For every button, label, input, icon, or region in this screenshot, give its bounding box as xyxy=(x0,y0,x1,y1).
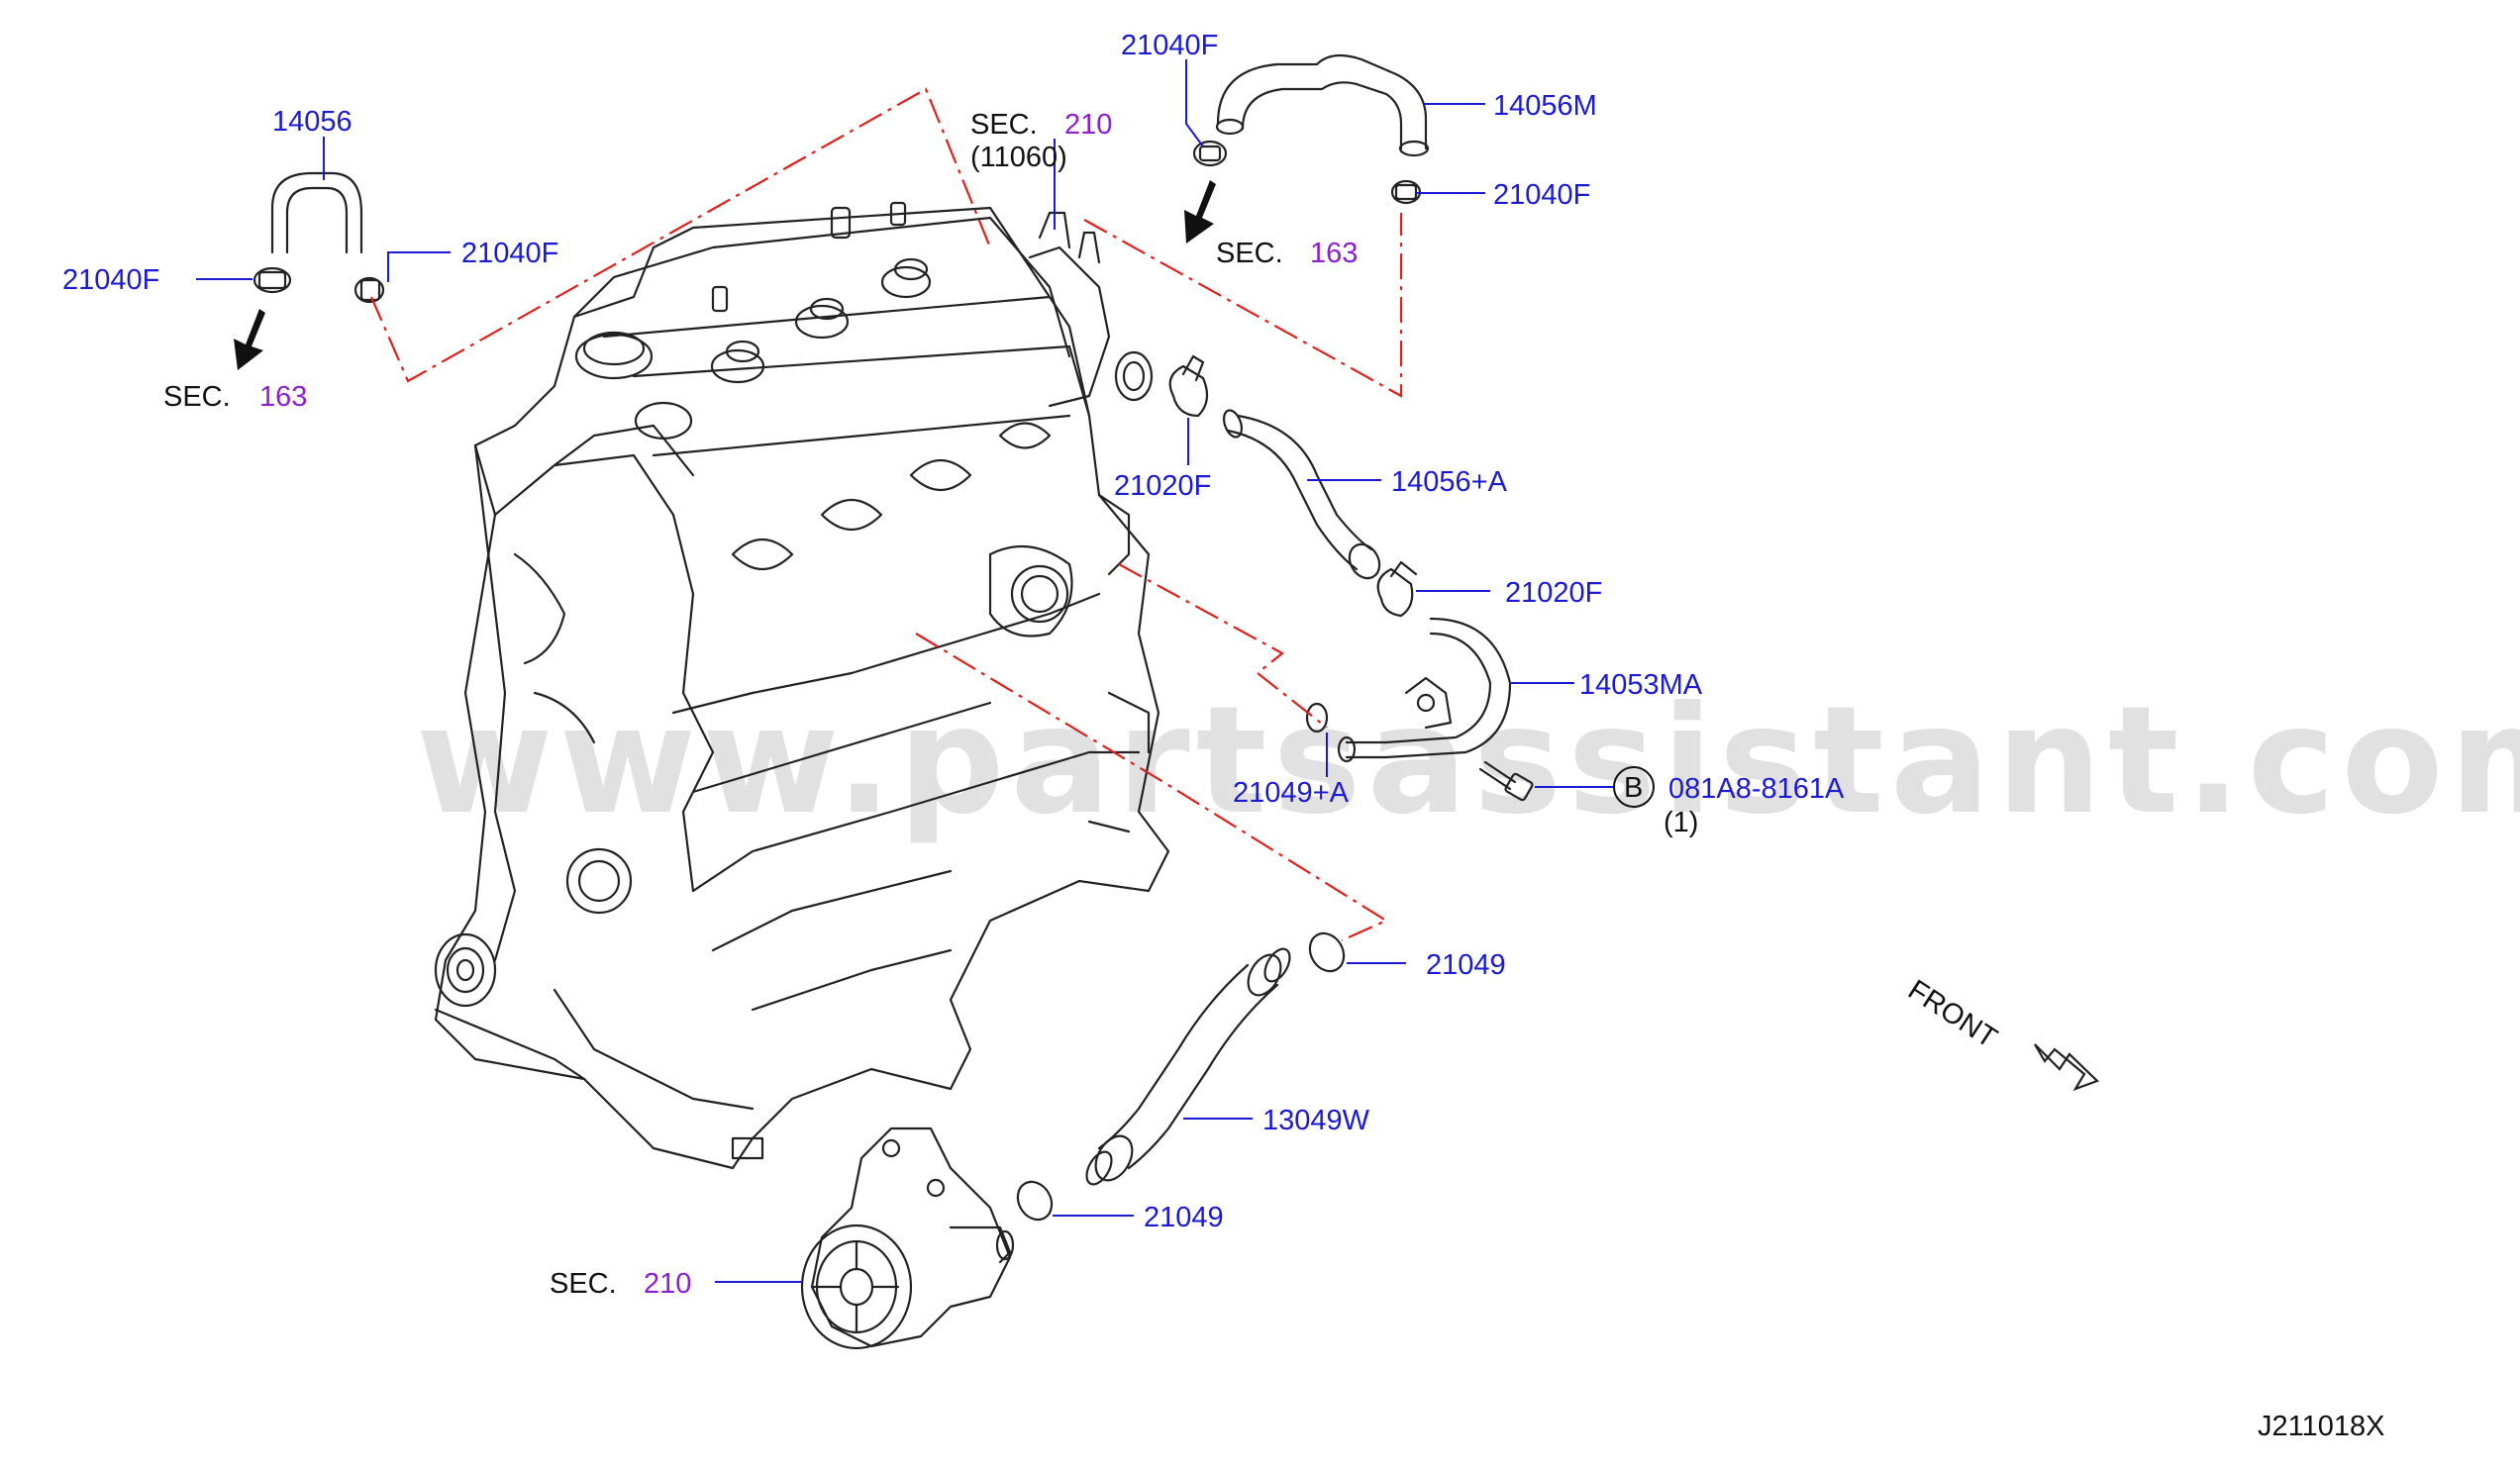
label-sec-bottom: SEC. xyxy=(550,1268,617,1300)
bolt-081A8 xyxy=(1478,760,1534,802)
clamp-21040F-top xyxy=(1192,140,1422,205)
label-21049A: 21049+A xyxy=(1233,777,1350,809)
front-arrow-icon xyxy=(2034,1043,2100,1092)
clamp-21020F xyxy=(1168,354,1418,618)
label-sec210-bottom: 210 xyxy=(644,1268,691,1300)
label-sec-top210: SEC. xyxy=(970,109,1038,141)
label-14056: 14056 xyxy=(272,106,353,138)
callout-b: B xyxy=(1613,766,1655,808)
leader-lines xyxy=(196,59,1614,1283)
phantom-lines xyxy=(369,87,1403,942)
watermark-text: www.partsassistant.com xyxy=(416,675,2520,847)
label-21040F-mid: 21040F xyxy=(461,238,558,269)
label-14056M: 14056M xyxy=(1493,90,1597,122)
arrow-sec163-top xyxy=(1184,180,1216,244)
callout-b-letter: B xyxy=(1624,772,1643,804)
label-21049-lower: 21049 xyxy=(1144,1202,1224,1233)
engine-block xyxy=(434,201,1170,1170)
label-13049W: 13049W xyxy=(1262,1105,1370,1136)
label-14053MA: 14053MA xyxy=(1579,669,1703,701)
label-21049-upper: 21049 xyxy=(1426,949,1506,981)
hose-14056M xyxy=(1215,53,1430,157)
o-ring-21049A xyxy=(1305,702,1329,734)
water-pump xyxy=(800,1126,1015,1350)
label-21020F-right: 21020F xyxy=(1505,577,1602,609)
pipe-13049W xyxy=(1085,947,1291,1186)
label-sec163-top: 163 xyxy=(1310,238,1358,269)
label-sec-top163: SEC. xyxy=(1216,238,1283,269)
label-21020F-left: 21020F xyxy=(1114,470,1211,502)
diagram-code: J211018X xyxy=(2258,1411,2384,1442)
label-21040F-right: 21040F xyxy=(1493,179,1590,211)
label-sec163-left: 163 xyxy=(259,381,307,413)
o-ring-21049-lower xyxy=(1016,1180,1054,1222)
label-sec-left: SEC. xyxy=(163,381,231,413)
hose-14056 xyxy=(270,171,363,254)
label-sec210-top: 210 xyxy=(1064,109,1112,141)
label-sec210-ref: (11060) xyxy=(970,142,1067,173)
hose-14056A xyxy=(1222,409,1381,580)
label-081A8: 081A8-8161A xyxy=(1668,773,1845,805)
front-label: FRONT xyxy=(1902,974,2002,1054)
arrow-sec163-left xyxy=(234,309,265,370)
label-21040F-top: 21040F xyxy=(1121,30,1218,61)
o-ring-21049-upper xyxy=(1308,931,1346,973)
label-081A8-qty: (1) xyxy=(1663,807,1698,838)
label-21040F-left: 21040F xyxy=(62,264,159,296)
label-14056A: 14056+A xyxy=(1391,466,1508,498)
clamp-21040F-left xyxy=(252,266,385,304)
